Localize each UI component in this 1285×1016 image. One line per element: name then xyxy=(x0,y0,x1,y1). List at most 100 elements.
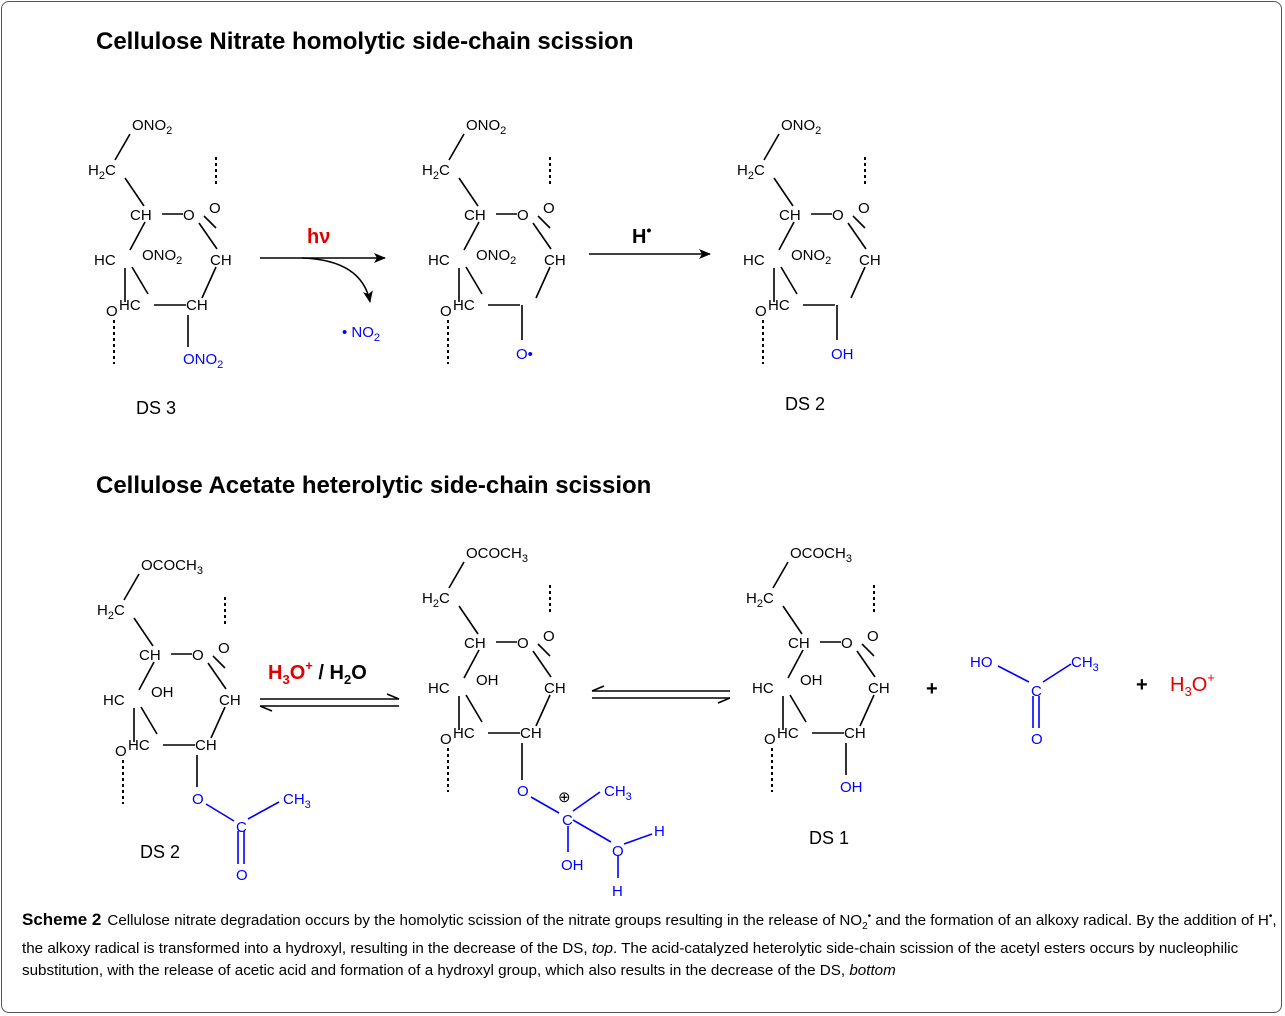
svg-text:CH3: CH3 xyxy=(604,783,632,803)
svg-text:H2C: H2C xyxy=(422,162,450,182)
svg-text:O: O xyxy=(440,731,452,748)
svg-text:CH3: CH3 xyxy=(283,791,311,811)
svg-text:O: O xyxy=(106,303,118,320)
svg-text:HC: HC xyxy=(128,737,150,754)
svg-text:O: O xyxy=(764,731,776,748)
svg-text:O: O xyxy=(192,791,204,808)
molecule-acetate-ds1: OCOCH3 H2C CH O O CH HC OH HC O CH OH xyxy=(746,545,890,796)
hydronium-product: H3O+ xyxy=(1170,670,1215,699)
molecule-acetate-ds2: OCOCH3 H2C CH O O CH HC OH HC O CH O C C… xyxy=(97,557,311,884)
svg-text:CH: CH xyxy=(779,207,801,224)
svg-text:H•: H• xyxy=(632,222,651,248)
svg-text:OH: OH xyxy=(800,672,823,689)
svg-text:CH: CH xyxy=(195,737,217,754)
svg-text:HC: HC xyxy=(119,297,141,314)
svg-text:HC: HC xyxy=(428,680,450,697)
svg-text:HC: HC xyxy=(768,297,790,314)
svg-text:CH: CH xyxy=(520,725,542,742)
molecule-nitrate-ds3: ONO2 H2C CH O O CH HC ONO2 HC O CH ONO2 xyxy=(88,117,232,371)
svg-text:O: O xyxy=(1031,731,1043,748)
svg-text:C: C xyxy=(562,812,573,829)
svg-text:HC: HC xyxy=(453,725,475,742)
ds-label-b: DS 2 xyxy=(785,394,825,414)
svg-text:CH: CH xyxy=(544,680,566,697)
svg-text:ONO2: ONO2 xyxy=(466,117,506,137)
title-acetate: Cellulose Acetate heterolytic side-chain… xyxy=(96,472,651,499)
svg-text:CH: CH xyxy=(464,207,486,224)
svg-text:O: O xyxy=(517,635,529,652)
svg-text:O: O xyxy=(858,200,870,217)
svg-text:CH: CH xyxy=(859,252,881,269)
title-nitrate: Cellulose Nitrate homolytic side-chain s… xyxy=(96,28,633,55)
svg-text:HC: HC xyxy=(428,252,450,269)
svg-text:HO: HO xyxy=(970,654,993,671)
svg-text:ONO2: ONO2 xyxy=(183,351,223,371)
svg-text:OCOCH3: OCOCH3 xyxy=(141,557,203,577)
caption-lead: Scheme 2 xyxy=(22,910,102,930)
svg-text:OH: OH xyxy=(831,346,854,363)
svg-text:O: O xyxy=(192,647,204,664)
svg-text:O: O xyxy=(183,207,195,224)
svg-text:H2C: H2C xyxy=(422,590,450,610)
svg-text:CH: CH xyxy=(788,635,810,652)
svg-text:OCOCH3: OCOCH3 xyxy=(790,545,852,565)
molecule-nitrate-ds2: ONO2 H2C CH O O CH HC ONO2 HC O OH xyxy=(737,117,881,364)
svg-text:O: O xyxy=(236,867,248,884)
svg-text:CH3: CH3 xyxy=(1071,654,1099,674)
arrow-photolysis: hν • NO2 xyxy=(260,226,386,344)
svg-text:ONO2: ONO2 xyxy=(142,247,182,267)
acetic-acid: HO C CH3 O xyxy=(970,654,1099,748)
svg-text:O: O xyxy=(543,200,555,217)
svg-text:CH: CH xyxy=(210,252,232,269)
svg-text:O: O xyxy=(218,640,230,657)
molecule-protonated-intermediate: OCOCH3 H2C CH O O CH HC OH HC O CH O ⊕ C… xyxy=(422,545,665,900)
svg-text:ONO2: ONO2 xyxy=(781,117,821,137)
svg-text:H2C: H2C xyxy=(97,602,125,622)
svg-text:H2C: H2C xyxy=(746,590,774,610)
plus-sign-2: + xyxy=(1136,674,1148,696)
svg-text:CH: CH xyxy=(868,680,890,697)
svg-text:O: O xyxy=(543,628,555,645)
svg-text:ONO2: ONO2 xyxy=(476,247,516,267)
svg-text:CH: CH xyxy=(186,297,208,314)
svg-text:OCOCH3: OCOCH3 xyxy=(466,545,528,565)
svg-text:O: O xyxy=(115,743,127,760)
svg-text:H2C: H2C xyxy=(88,162,116,182)
svg-text:O: O xyxy=(867,628,879,645)
svg-text:OH: OH xyxy=(151,684,174,701)
svg-text:ONO2: ONO2 xyxy=(132,117,172,137)
svg-text:HC: HC xyxy=(94,252,116,269)
svg-text:O: O xyxy=(440,303,452,320)
svg-text:HC: HC xyxy=(743,252,765,269)
svg-text:ONO2: ONO2 xyxy=(791,247,831,267)
svg-text:hν: hν xyxy=(307,226,330,248)
arrow-h-addition: H• xyxy=(589,222,711,259)
svg-text:O: O xyxy=(832,207,844,224)
svg-text:• NO2: • NO2 xyxy=(342,324,380,344)
svg-text:O: O xyxy=(841,635,853,652)
svg-text:H2C: H2C xyxy=(737,162,765,182)
ds-label-c: DS 2 xyxy=(140,842,180,862)
svg-text:H3O+ / H2O: H3O+ / H2O xyxy=(268,658,367,687)
ds-label-a: DS 3 xyxy=(136,398,176,418)
svg-text:⊕: ⊕ xyxy=(558,789,571,806)
svg-text:HC: HC xyxy=(777,725,799,742)
svg-text:C: C xyxy=(236,819,247,836)
plus-sign-1: + xyxy=(926,678,938,700)
equilibrium-release xyxy=(591,685,731,704)
svg-text:CH: CH xyxy=(464,635,486,652)
svg-text:O: O xyxy=(517,207,529,224)
equilibrium-acid: H3O+ / H2O xyxy=(259,658,400,712)
svg-text:H: H xyxy=(654,823,665,840)
svg-text:HC: HC xyxy=(752,680,774,697)
svg-text:O: O xyxy=(517,783,529,800)
svg-text:CH: CH xyxy=(544,252,566,269)
svg-text:CH: CH xyxy=(139,647,161,664)
ds-label-d: DS 1 xyxy=(809,828,849,848)
svg-text:CH: CH xyxy=(844,725,866,742)
svg-text:OH: OH xyxy=(840,779,863,796)
svg-text:O: O xyxy=(209,200,221,217)
svg-text:HC: HC xyxy=(453,297,475,314)
